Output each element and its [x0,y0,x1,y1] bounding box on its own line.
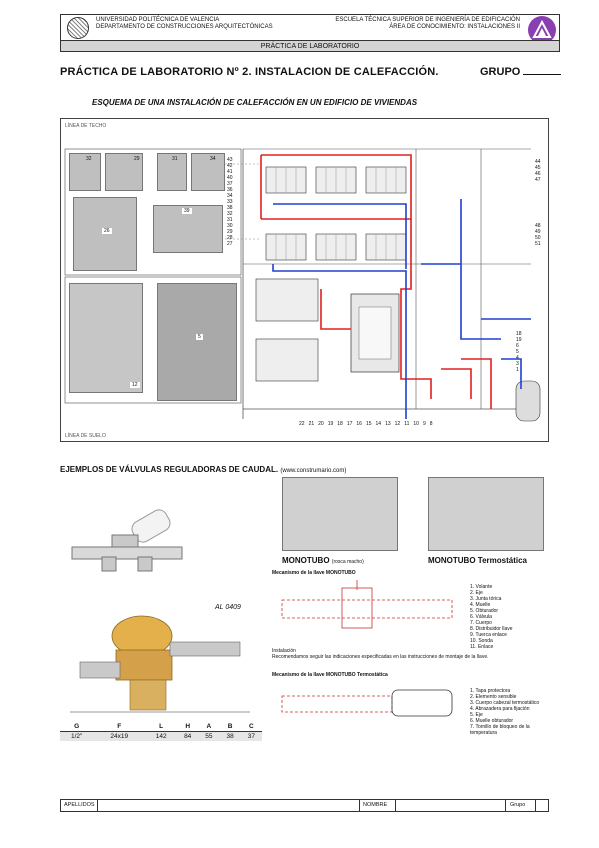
university-seal [67,17,89,39]
surname-label: APELLIDOS [64,802,95,808]
footer-group-label: Grupo [510,802,526,808]
install-note: Instalación Recomendamos seguir las indi… [272,648,489,660]
name-label-cell: NOMBRE [359,800,396,811]
header-left: UNIVERSIDAD POLITÉCNICA DE VALENCIA DEPA… [96,17,273,31]
school-logo [528,16,556,44]
photo-number-26: 26 [102,228,112,234]
monotubo-photo [282,477,398,551]
valves-source: (www.construmario.com) [280,468,347,474]
photo-number-39: 39 [182,208,192,214]
monotubo-caption: MONOTUBO (rosca macho) [282,556,364,565]
photo-number-29: 29 [134,156,140,162]
termostatica-caption: MONOTUBO Termostática [428,556,527,565]
header-right: ESCUELA TÉCNICA SUPERIOR DE INGENIERÍA D… [335,17,520,31]
photo-number-32: 32 [86,156,92,162]
diagram-subtitle: ESQUEMA DE UNA INSTALACIÓN DE CALEFACCIÓ… [92,98,418,107]
knowledge-area: ÁREA DE CONOCIMIENTO: INSTALACIONES II [389,24,520,30]
photo-32: 32 [69,153,101,191]
valve-cross-section [60,600,265,718]
ceiling-line-label: LÍNEA DE TECHO [65,123,107,129]
photo-29: 29 [105,153,143,191]
photo-number-34: 34 [210,156,216,162]
department-name: DEPARTAMENTO DE CONSTRUCCIONES ARQUITECT… [96,24,273,30]
name-field[interactable] [395,800,506,811]
product-code: AL 0409 [215,604,241,611]
group-label: GRUPO [480,66,521,78]
photo-39: 39 [153,205,223,253]
heating-diagram: 32 29 31 34 26 39 5 12 LÍNEA DE TECHO LÍ… [60,118,549,442]
valves-heading: EJEMPLOS DE VÁLVULAS REGULADORAS DE CAUD… [60,465,346,474]
photo-31: 31 [157,153,187,191]
photo-number-31: 31 [172,156,178,162]
student-info-footer: APELLIDOS NOMBRE Grupo [60,799,549,812]
group-label-cell: Grupo [505,800,536,811]
group-blank [523,74,562,75]
mechanism-2-drawing [272,682,462,726]
surname-field[interactable] [97,800,360,811]
university-name: UNIVERSIDAD POLITÉCNICA DE VALENCIA [96,17,220,23]
page-title: PRÁCTICA DE LABORATORIO Nº 2. INSTALACIO… [60,66,439,78]
school-name: ESCUELA TÉCNICA SUPERIOR DE INGENIERÍA D… [335,17,520,23]
photo-5: 5 [157,283,237,401]
mechanism-1-drawing [272,580,462,640]
termostatica-photo [428,477,544,551]
mechanism-2-title: Mecanismo de la llave MONOTUBO Termostát… [272,672,388,678]
floor-line-label: LÍNEA DE SUELO [65,433,106,439]
photo-34: 34 [191,153,225,191]
name-label: NOMBRE [363,802,388,808]
photo-26: 26 [73,197,137,271]
photo-12: 12 [69,283,143,393]
photo-number-5: 5 [196,334,203,340]
photo-number-12: 12 [130,382,140,388]
lab-banner: PRÁCTICA DE LABORATORIO [60,40,560,52]
valve-illustration [62,505,202,575]
heating-schematic [64,148,541,422]
footer-group-field[interactable] [535,800,549,811]
mechanism-1-title: Mecanismo de la llave MONOTUBO [272,570,356,576]
valves-heading-text: EJEMPLOS DE VÁLVULAS REGULADORAS DE CAUD… [60,465,279,474]
group-field: GRUPO [480,66,562,78]
